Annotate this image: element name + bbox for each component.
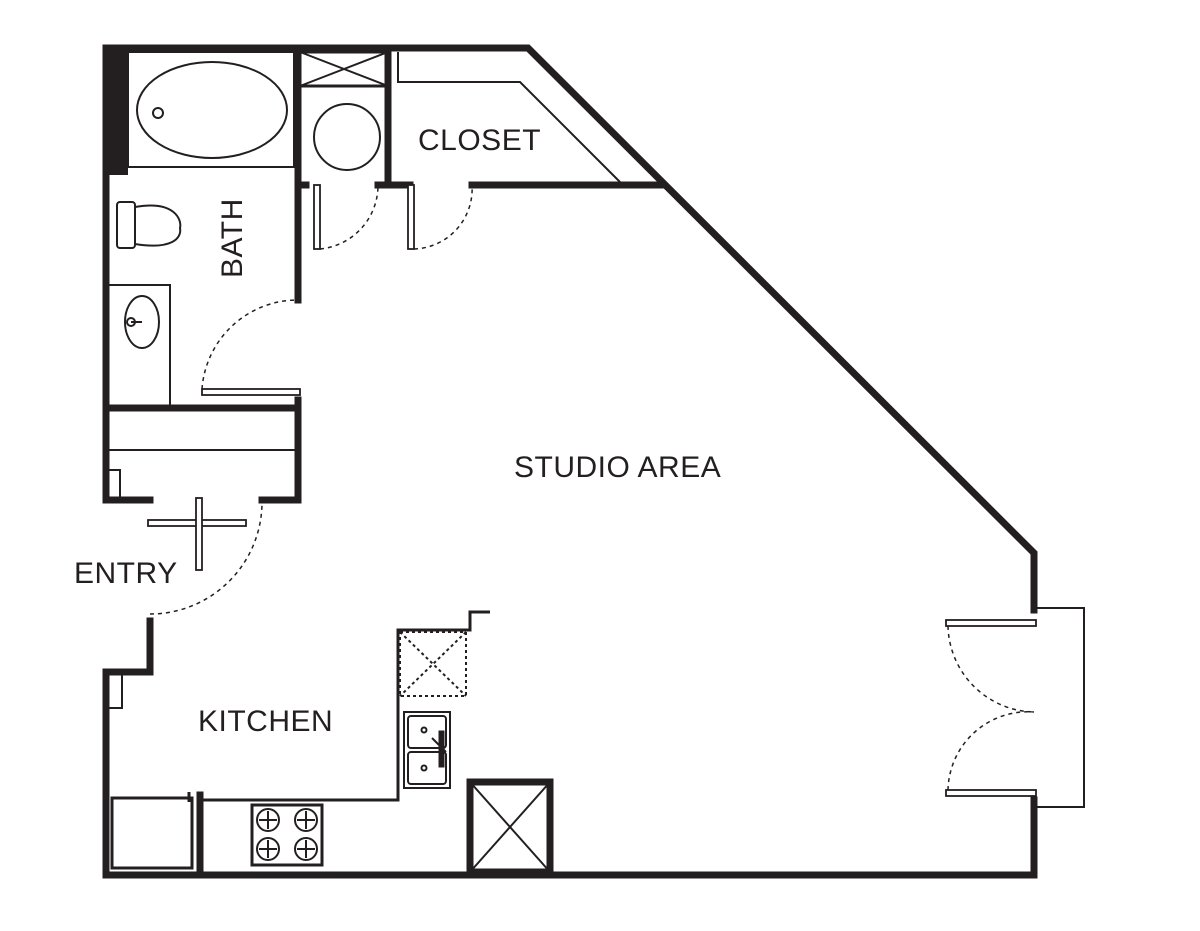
closet-label: CLOSET (418, 124, 541, 157)
exterior-walls (102, 44, 1038, 879)
kitchen-label: KITCHEN (198, 705, 333, 738)
sink-vanity (105, 284, 171, 409)
entry-closet (105, 449, 298, 615)
bath-door (201, 388, 301, 396)
water-heater (313, 103, 381, 171)
kitchen-sink (403, 711, 451, 789)
pantry (466, 778, 554, 876)
bathtub (136, 61, 288, 159)
balcony-doors (945, 607, 1085, 808)
wall-strip (106, 48, 128, 175)
studio-area-label: STUDIO AREA (514, 451, 721, 484)
stove (250, 803, 324, 867)
utility-area (294, 48, 664, 250)
toilet (116, 201, 182, 249)
refrigerator (110, 796, 194, 870)
entry-label: ENTRY (74, 557, 178, 590)
tub-drain (152, 107, 164, 119)
dishwasher (399, 631, 467, 697)
bath-room (102, 44, 302, 412)
bath-label: BATH (216, 198, 249, 278)
kitchen (105, 610, 554, 879)
